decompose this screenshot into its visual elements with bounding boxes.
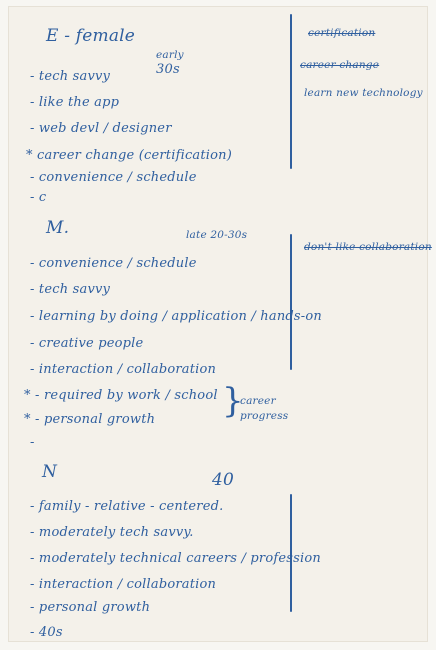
section-n-age-note: 40 (212, 470, 235, 490)
career-progress-label-bottom: progress (240, 410, 289, 422)
career-progress-brace: } (222, 381, 244, 421)
section-m-item: * - required by work / school (24, 388, 218, 403)
section-m-heading: M. (46, 218, 70, 238)
section-n-item: - personal growth (30, 600, 151, 615)
right-note-certification: certification (308, 27, 376, 39)
right-note-dont-like-collaboration: don't like collaboration (304, 241, 432, 253)
right-note-career-change: career change (300, 59, 380, 71)
section-n-item: - family - relative - centered. (30, 499, 224, 514)
section-e-item: - tech savvy (30, 69, 111, 84)
right-column-divider-bottom (290, 494, 292, 612)
section-e-item: - convenience / schedule (30, 170, 197, 185)
section-n-item: - interaction / collaboration (30, 577, 217, 592)
section-e-heading: E - female (46, 26, 136, 46)
section-m-item: - tech savvy (30, 282, 111, 297)
right-column-divider-middle (290, 234, 292, 370)
career-progress-label-top: career (240, 395, 276, 407)
right-note-learn-new-technology: learn new technology (304, 87, 423, 99)
section-m-item: * - personal growth (24, 412, 156, 427)
section-m-item: - creative people (30, 336, 144, 351)
section-e-item: - c (30, 190, 47, 205)
paper-sheet: E - female early 30s - tech savvy - like… (8, 6, 432, 642)
section-e-item: * career change (certification) (26, 148, 233, 163)
section-m-item: - (30, 435, 35, 450)
section-n-item: - 40s (30, 625, 63, 640)
section-e-item: - like the app (30, 95, 120, 110)
section-m-item: - convenience / schedule (30, 256, 197, 271)
right-column-divider-top (290, 14, 292, 169)
section-n-item: - moderately technical careers / profess… (30, 551, 321, 566)
section-e-item: - web devl / designer (30, 121, 172, 136)
section-e-age-bottom: 30s (156, 62, 180, 77)
section-e-age-top: early (156, 49, 184, 61)
section-m-item: - learning by doing / application / hand… (30, 309, 322, 324)
section-m-age-note: late 20-30s (186, 229, 248, 241)
section-n-item: - moderately tech savvy. (30, 525, 194, 540)
section-m-item: - interaction / collaboration (30, 362, 217, 377)
section-n-heading: N (42, 462, 58, 482)
